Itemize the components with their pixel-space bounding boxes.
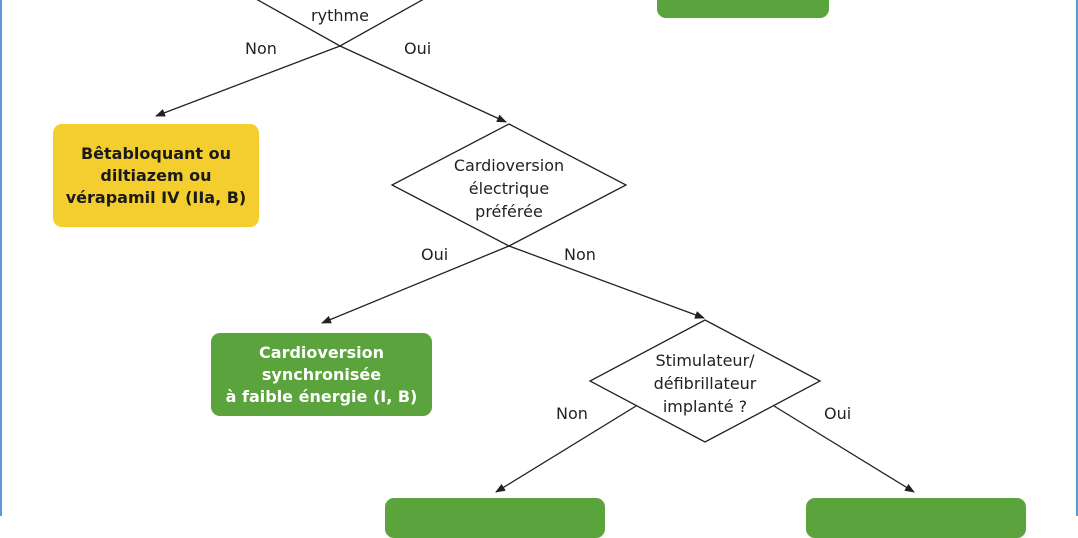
arrow-bottom-oui	[773, 405, 915, 493]
label-bottom-non: Non	[556, 404, 588, 423]
arrow-mid-oui	[321, 245, 510, 324]
flowchart-connectors	[155, 0, 915, 493]
decision-text-cardioversion: Cardioversion électrique préférée	[453, 155, 565, 221]
label-bottom-oui: Oui	[824, 404, 852, 423]
decision-diamond-rythme	[256, 0, 424, 47]
bottom-right-green-box	[806, 498, 1026, 538]
top-right-green-box	[657, 0, 829, 18]
decision-text-stimulateur: Stimulateur/ défibrillateur implanté ?	[653, 350, 757, 416]
bottom-left-green-box	[385, 498, 605, 538]
diagram-frame	[0, 0, 1078, 516]
decision-text-rythme: rythme	[311, 5, 369, 25]
box-betabloquant: Bêtabloquant ou diltiazem ou vérapamil I…	[53, 124, 259, 227]
arrow-top-non	[155, 45, 341, 117]
arrow-mid-non	[508, 245, 705, 319]
label-mid-non: Non	[564, 245, 596, 264]
decision-diamond-stimulateur	[588, 319, 822, 443]
label-top-non: Non	[245, 39, 277, 58]
arrow-top-oui	[339, 45, 507, 123]
box-cardioversion-synchronisee: Cardioversion synchronisée à faible éner…	[211, 333, 432, 416]
arrow-bottom-non	[495, 405, 637, 493]
label-mid-oui: Oui	[421, 245, 449, 264]
label-top-oui: Oui	[404, 39, 432, 58]
